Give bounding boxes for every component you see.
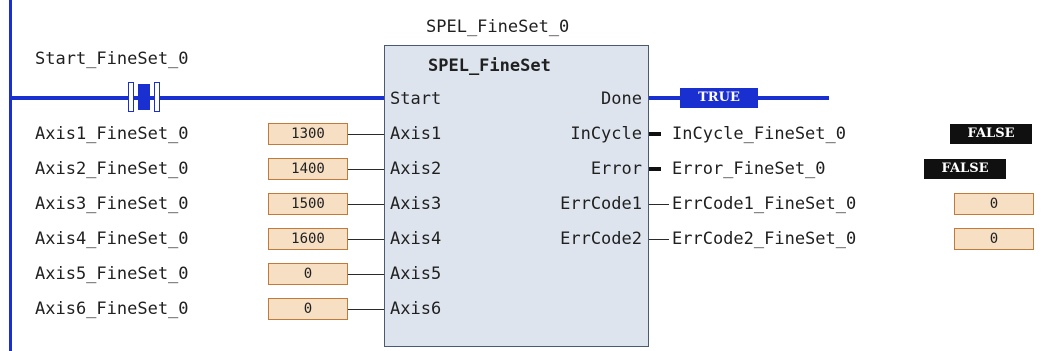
axis4-wire (348, 239, 384, 240)
function-block-type: SPEL_FineSet (428, 56, 551, 76)
pin-axis2: Axis2 (390, 159, 442, 179)
axis5-variable[interactable]: Axis5_FineSet_0 (35, 264, 189, 284)
done-monitor: TRUE (680, 88, 758, 108)
pin-axis4: Axis4 (390, 229, 442, 249)
axis3-wire (348, 204, 384, 205)
incycle-output-stub (649, 132, 661, 136)
pin-errcode1: ErrCode1 (560, 194, 642, 214)
start-rung-wire (12, 96, 384, 100)
pin-axis1: Axis1 (390, 124, 442, 144)
left-power-rail (9, 0, 12, 351)
axis1-variable[interactable]: Axis1_FineSet_0 (35, 124, 189, 144)
instance-name[interactable]: SPEL_FineSet_0 (426, 17, 570, 37)
start-contact-variable[interactable]: Start_FineSet_0 (35, 49, 189, 69)
pin-axis6: Axis6 (390, 299, 442, 319)
axis5-value[interactable]: 0 (268, 263, 348, 285)
errcode2-value[interactable]: 0 (954, 228, 1034, 250)
errcode2-variable[interactable]: ErrCode2_FineSet_0 (672, 229, 857, 249)
axis6-variable[interactable]: Axis6_FineSet_0 (35, 299, 189, 319)
errcode1-wire (649, 204, 669, 205)
axis3-value[interactable]: 1500 (268, 193, 348, 215)
function-block[interactable] (384, 45, 649, 347)
axis6-wire (348, 309, 384, 310)
contact-left-plate (128, 82, 134, 112)
axis2-wire (348, 169, 384, 170)
axis1-value[interactable]: 1300 (268, 123, 348, 145)
pin-errcode2: ErrCode2 (560, 229, 642, 249)
pin-axis3: Axis3 (390, 194, 442, 214)
axis5-wire (348, 274, 384, 275)
pin-start: Start (390, 89, 442, 109)
errcode1-value[interactable]: 0 (954, 193, 1034, 215)
error-output-stub (649, 167, 661, 171)
error-variable[interactable]: Error_FineSet_0 (672, 159, 826, 179)
error-monitor: FALSE (924, 159, 1006, 179)
incycle-monitor: FALSE (950, 124, 1032, 144)
axis4-value[interactable]: 1600 (268, 228, 348, 250)
errcode1-variable[interactable]: ErrCode1_FineSet_0 (672, 194, 857, 214)
axis4-variable[interactable]: Axis4_FineSet_0 (35, 229, 189, 249)
axis2-variable[interactable]: Axis2_FineSet_0 (35, 159, 189, 179)
errcode2-wire (649, 239, 669, 240)
axis1-wire (348, 134, 384, 135)
contact-icon[interactable] (138, 84, 150, 110)
axis2-value[interactable]: 1400 (268, 158, 348, 180)
axis3-variable[interactable]: Axis3_FineSet_0 (35, 194, 189, 214)
pin-done: Done (601, 89, 642, 109)
pin-error: Error (590, 159, 642, 179)
contact-right-plate (154, 82, 160, 112)
axis6-value[interactable]: 0 (268, 298, 348, 320)
pin-incycle: InCycle (570, 124, 642, 144)
incycle-variable[interactable]: InCycle_FineSet_0 (672, 124, 846, 144)
pin-axis5: Axis5 (390, 264, 442, 284)
